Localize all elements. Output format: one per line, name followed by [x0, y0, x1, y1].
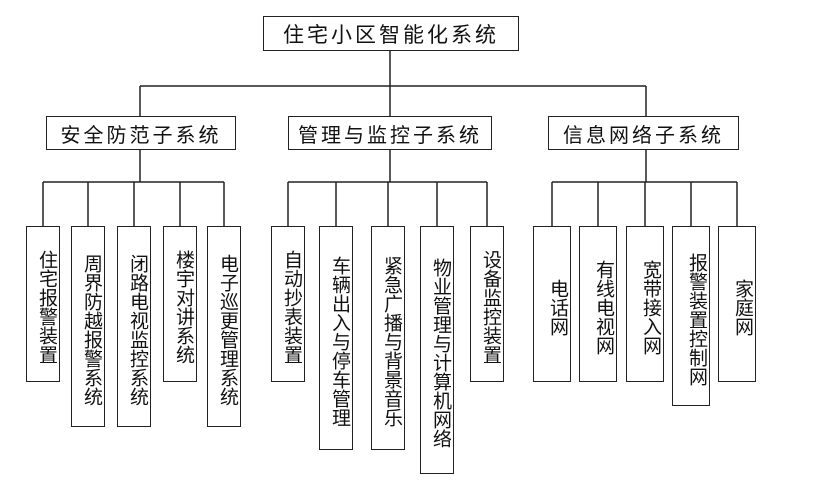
- leaf-node: 有线电视网: [579, 226, 617, 382]
- leaf-label: 闭路电视监控系统: [127, 253, 149, 406]
- leaf-node: 闭路电视监控系统: [117, 226, 151, 427]
- leaf-node: 自动抄表装置: [271, 226, 305, 382]
- leaf-node: 住宅报警装置: [26, 226, 60, 382]
- leaf-label: 车辆出入与停车管理: [329, 255, 351, 427]
- leaf-label: 紧急广播与背景音乐: [381, 255, 403, 427]
- leaf-node: 电子巡更管理系统: [207, 226, 241, 427]
- leaf-node: 宽带接入网: [626, 226, 664, 382]
- leaf-node: 周界防越报警系统: [71, 226, 105, 427]
- subsystem-node-security: 安全防范子系统: [46, 116, 236, 150]
- leaf-node: 物业管理与计算机网络: [420, 226, 454, 474]
- root-label: 住宅小区智能化系统: [283, 22, 499, 47]
- leaf-label: 电话网: [547, 278, 569, 336]
- leaf-label: 住宅报警装置: [36, 250, 58, 364]
- subsystem-label: 管理与监控子系统: [298, 122, 482, 147]
- subsystem-node-management: 管理与监控子系统: [288, 116, 492, 150]
- leaf-node: 电话网: [533, 226, 571, 382]
- leaf-label: 有线电视网: [593, 259, 615, 355]
- leaf-label: 家庭网: [732, 278, 754, 336]
- leaf-label: 周界防越报警系统: [81, 253, 103, 406]
- leaf-label: 报警装置控制网: [686, 252, 708, 386]
- leaf-node: 紧急广播与背景音乐: [371, 226, 405, 450]
- leaf-label: 物业管理与计算机网络: [430, 258, 452, 448]
- leaf-node: 家庭网: [718, 226, 756, 382]
- leaf-node: 楼宇对讲系统: [163, 226, 197, 382]
- leaf-label: 设备监控装置: [480, 250, 502, 364]
- root-node: 住宅小区智能化系统: [263, 16, 519, 51]
- subsystem-label: 信息网络子系统: [563, 122, 724, 147]
- subsystem-label: 安全防范子系统: [60, 122, 222, 147]
- leaf-node: 设备监控装置: [470, 226, 504, 382]
- leaf-label: 楼宇对讲系统: [173, 250, 195, 364]
- leaf-label: 自动抄表装置: [281, 250, 303, 364]
- leaf-node: 车辆出入与停车管理: [319, 226, 353, 450]
- subsystem-node-network: 信息网络子系统: [548, 116, 739, 150]
- leaf-node: 报警装置控制网: [672, 226, 710, 406]
- leaf-label: 宽带接入网: [640, 259, 662, 355]
- leaf-label: 电子巡更管理系统: [217, 253, 239, 406]
